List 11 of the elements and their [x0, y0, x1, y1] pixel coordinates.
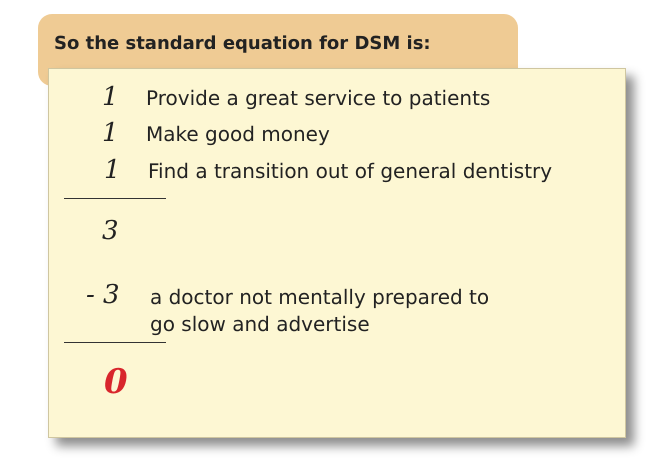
operand-text: Provide a great service to patients — [146, 86, 490, 110]
operand-text: Make good money — [146, 122, 330, 146]
subtrahend-number: - 3 — [86, 280, 120, 310]
operand-number: 1 — [104, 155, 121, 185]
subtrahend-text: a doctor not mentally prepared to go slow and advertise — [150, 284, 490, 338]
operand-number: 1 — [102, 118, 119, 148]
operand-number: 1 — [102, 82, 119, 112]
heading: So the standard equation for DSM is: — [54, 33, 431, 54]
result-number: 0 — [104, 362, 128, 402]
operand-text: Find a transition out of general dentistry — [148, 159, 552, 183]
sum-number: 3 — [102, 216, 119, 246]
